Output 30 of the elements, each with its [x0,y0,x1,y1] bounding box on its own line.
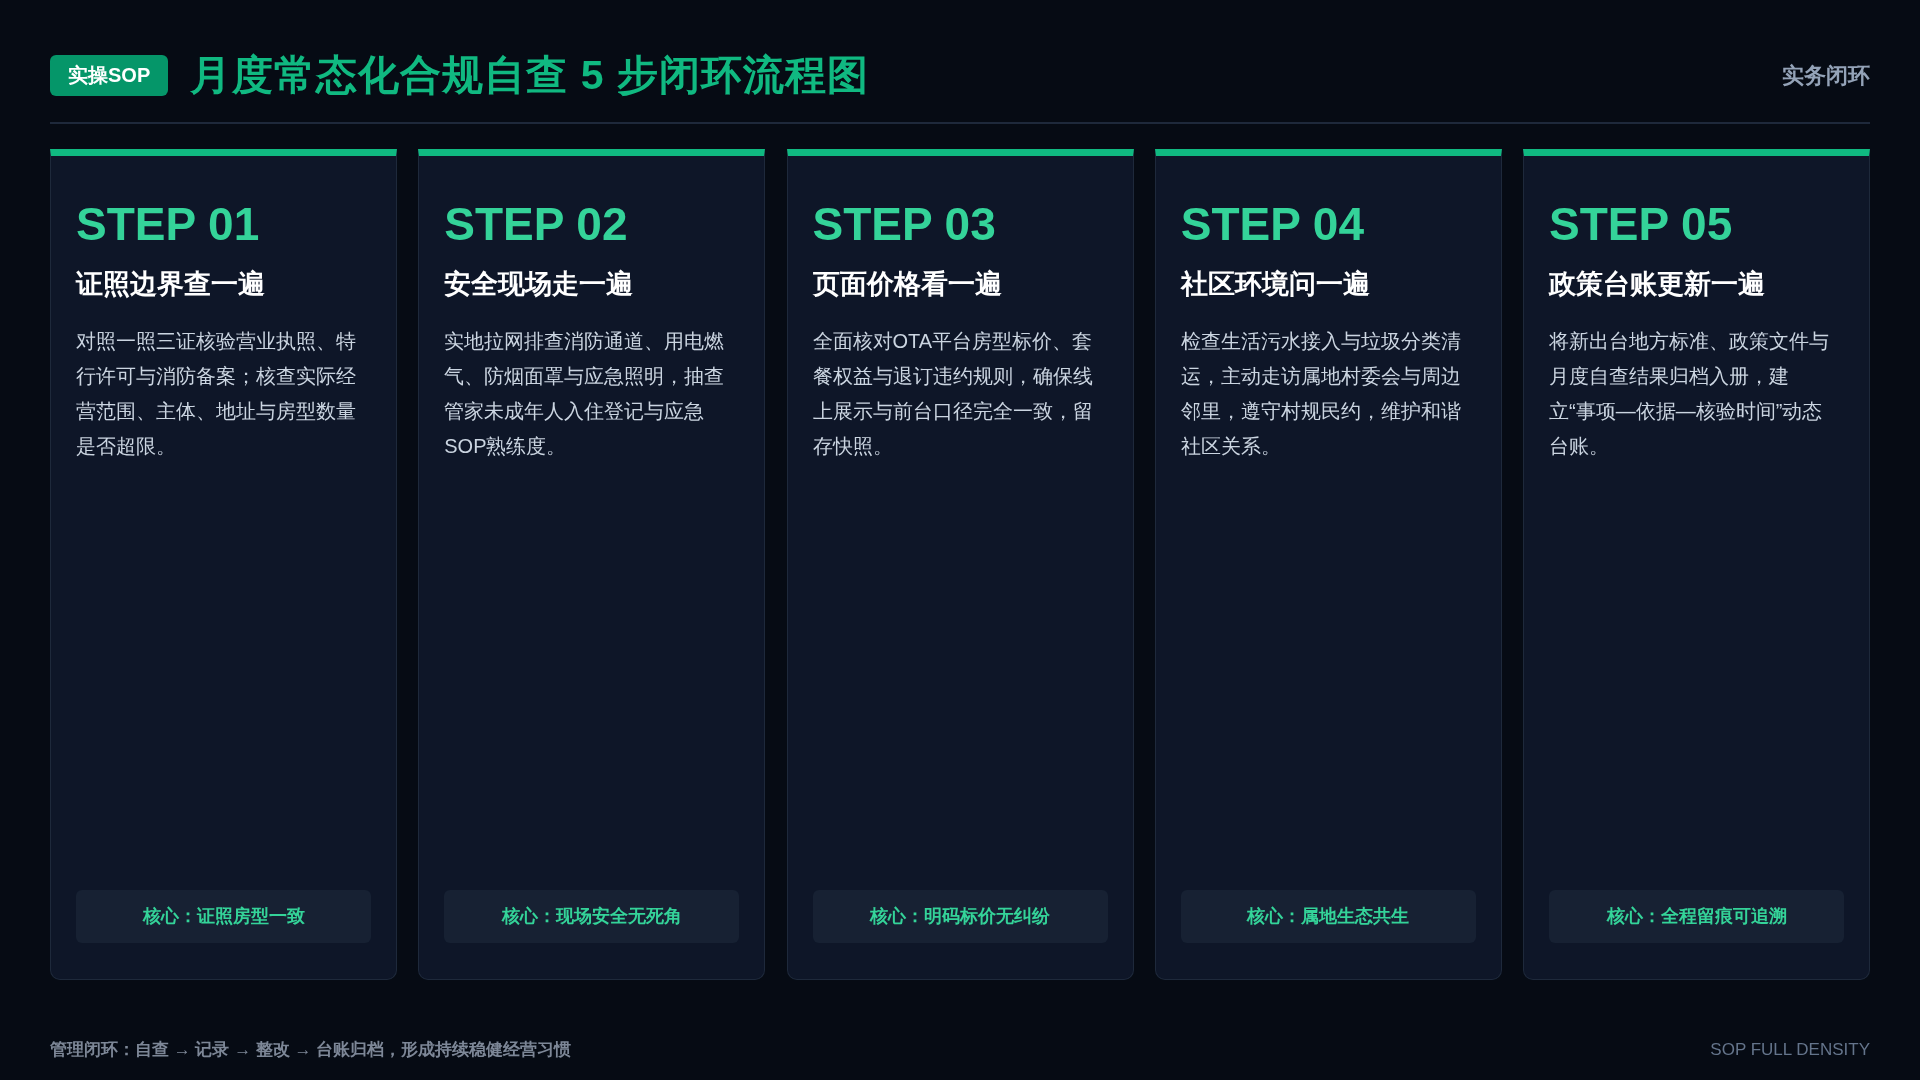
core-badge: 核心：明码标价无纠纷 [812,890,1108,943]
step-description: 对照一照三证核验营业执照、特行许可与消防备案；核查实际经营范围、主体、地址与房型数量是否超限。 [76,329,357,459]
core-badge: 核心：现场安全无死角 [444,890,740,943]
step-number: STEP 01 [76,197,260,252]
step-card [50,149,397,980]
step-card [418,149,766,980]
core-badge: 核心：属地生态共生 [1180,890,1476,943]
footer-caption: SOP FULL DENSITY [1710,1039,1870,1062]
step-number: STEP 04 [1180,197,1364,252]
step-card [1154,149,1502,980]
step-card [1523,149,1870,980]
footer-note: 管理闭环：自查 → 记录 → 整改 → 台账归档，形成持续稳健经营习惯 [50,1039,572,1062]
step-description: 全面核对OTA平台房型标价、套餐权益与退订违约规则，确保线上展示与前台口径完全一致，留存快照。 [812,329,1094,459]
step-heading: 安全现场走一遍 [444,268,634,301]
step-heading: 社区环境问一遍 [1180,268,1370,301]
header-tagline: 实务闭环 [1782,61,1870,90]
page-title: 月度常态化合规自查 5 步闭环流程图 [190,51,869,100]
core-badge: 核心：证照房型一致 [76,890,371,943]
step-number: STEP 05 [1549,197,1733,252]
step-heading: 证照边界查一遍 [76,268,265,301]
step-card [786,149,1134,980]
step-description: 检查生活污水接入与垃圾分类清运，主动走访属地村委会与周边邻里，遵守村规民约，维护和谐社区关系。 [1180,329,1462,459]
step-description: 将新出台地方标准、政策文件与月度自查结果归档入册，建立“事项—依据—核验时间”动态台账。 [1549,329,1830,459]
step-number: STEP 02 [444,197,628,252]
step-description: 实地拉网排查消防通道、用电燃气、防烟面罩与应急照明，抽查管家未成年人入住登记与应急SOP熟练度。 [444,329,726,459]
core-badge: 核心：全程留痕可追溯 [1549,890,1844,943]
tag-badge: 实操SOP [50,54,169,96]
step-number: STEP 03 [812,197,996,252]
step-heading: 政策台账更新一遍 [1549,268,1765,301]
step-heading: 页面价格看一遍 [812,268,1002,301]
